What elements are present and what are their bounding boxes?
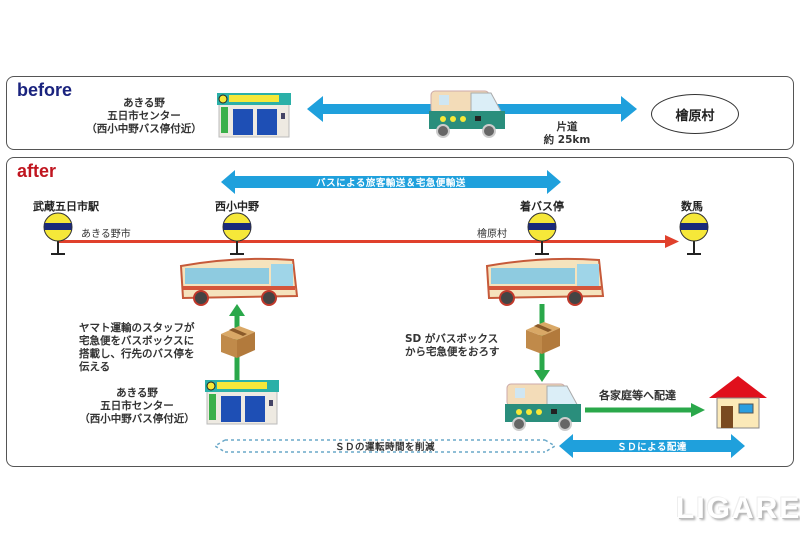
sd-delivery-label: ＳＤによる配達 bbox=[617, 442, 687, 453]
top-double-arrow bbox=[221, 170, 561, 194]
center-name-line2: 五日市センター bbox=[100, 400, 174, 412]
center-name-line3: （西小中野バス停付近） bbox=[86, 123, 202, 135]
delivery-label: 各家庭等へ配達 bbox=[599, 389, 676, 402]
loading-note-line1: ヤマト運輸のスタッフが bbox=[79, 322, 195, 334]
center-name-line1: あきる野 bbox=[123, 97, 165, 109]
route-line-arrow bbox=[57, 235, 679, 248]
bus-stop-sign-icon bbox=[679, 212, 709, 255]
bus-stop-sign-icon bbox=[222, 212, 252, 255]
area-label-akiruno: あきる野市 bbox=[81, 229, 131, 240]
green-right-arrow-icon bbox=[585, 403, 705, 417]
bus-icon bbox=[485, 257, 605, 306]
loading-note-line4: 伝える bbox=[79, 361, 111, 373]
center-name-line3: （西小中野バス停付近） bbox=[79, 413, 195, 425]
loading-note: ヤマト運輸のスタッフが 宅急便をバスボックスに 搭載し、行先のバス停を 伝える bbox=[79, 322, 219, 374]
area-label-hinohara: 檜原村 bbox=[477, 229, 507, 240]
distance-value: 約 25km bbox=[543, 134, 591, 146]
reduced-time-label: ＳＤの運転時間を削減 bbox=[334, 442, 435, 453]
distance-oneway: 片道 bbox=[556, 121, 578, 133]
destination-label: 檜原村 bbox=[675, 108, 715, 124]
bus-stop-sign-icon bbox=[527, 212, 557, 255]
distance-label: 片道 約 25km bbox=[537, 121, 597, 147]
before-panel: before あきる野 五日市センター （西小中野バス停付近） 片道 約 25k… bbox=[6, 76, 794, 150]
station-label-kazuma: 数馬 bbox=[681, 200, 703, 213]
bus-stop-sign-icon bbox=[43, 212, 73, 255]
station-label-nishikonakano: 西小中野 bbox=[215, 200, 259, 213]
top-arrow-label: バスによる旅客輸送＆宅急便輸送 bbox=[316, 178, 466, 189]
delivery-van-icon bbox=[429, 90, 505, 138]
after-heading: after bbox=[17, 161, 57, 181]
destination-oval: 檜原村 bbox=[651, 94, 739, 134]
bus-icon bbox=[179, 257, 299, 306]
unloading-note-line2: から宅急便をおろす bbox=[405, 346, 500, 358]
center-name-line2: 五日市センター bbox=[107, 110, 181, 122]
delivery-center-icon bbox=[217, 93, 291, 138]
unloading-note-line1: SD がバスボックス bbox=[405, 333, 499, 345]
delivery-center-icon bbox=[205, 380, 279, 425]
station-label-arrival-stop: 着バス停 bbox=[520, 200, 564, 213]
package-box-icon bbox=[221, 326, 255, 358]
watermark-logo: LIGARE bbox=[676, 492, 800, 525]
delivery-van-icon bbox=[505, 383, 581, 431]
loading-note-line3: 搭載し、行先のバス停を bbox=[79, 348, 195, 360]
loading-note-line2: 宅急便をバスボックスに bbox=[79, 335, 195, 347]
before-center-label: あきる野 五日市センター （西小中野バス停付近） bbox=[79, 97, 209, 136]
house-icon bbox=[709, 376, 767, 429]
center-name-line1: あきる野 bbox=[116, 387, 158, 399]
station-label-musashi-itsukaichi: 武蔵五日市駅 bbox=[33, 200, 99, 213]
before-heading: before bbox=[17, 80, 73, 100]
unloading-note: SD がバスボックス から宅急便をおろす bbox=[405, 333, 525, 359]
after-panel: after バスによる旅客輸送＆宅急便輸送 武蔵五日市駅 西小中野 着バス停 数… bbox=[6, 157, 794, 467]
package-box-icon bbox=[526, 322, 560, 354]
after-center-label: あきる野 五日市センター （西小中野バス停付近） bbox=[67, 387, 207, 426]
sd-delivery-double-arrow bbox=[559, 434, 745, 458]
